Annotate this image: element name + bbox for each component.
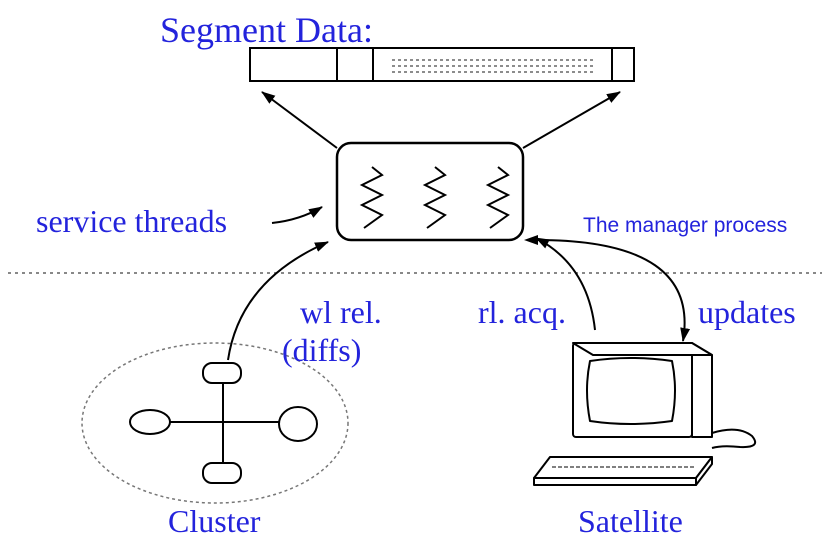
- wl-rel-label: wl rel.: [300, 294, 382, 330]
- arrow-wl-rel: [227, 241, 329, 361]
- monitor: [572, 342, 713, 438]
- service-threads-label: service threads: [36, 203, 228, 239]
- cluster-label: Cluster: [168, 503, 261, 538]
- segment-data-title: Segment Data:: [160, 10, 373, 50]
- cluster-node-right: [278, 406, 318, 442]
- keyboard: [533, 456, 713, 486]
- service-threads-arrow: [271, 206, 323, 224]
- updates-label: updates: [698, 294, 796, 330]
- arrow-to-segment-left: [261, 91, 338, 149]
- arrow-to-segment-right: [522, 91, 621, 149]
- keyboard-cable: [711, 428, 756, 449]
- arrow-updates: [524, 235, 691, 342]
- cluster-node-top: [202, 362, 242, 384]
- rl-acq-label: rl. acq.: [478, 294, 566, 330]
- cluster-node-left: [129, 409, 171, 435]
- manager-process-box: [335, 141, 525, 242]
- segment-data-bar: [249, 47, 635, 82]
- cluster-node-bottom: [202, 462, 242, 484]
- satellite-label: Satellite: [578, 503, 683, 538]
- thread-zigzag-3: [485, 166, 511, 229]
- thread-zigzag-2: [422, 166, 448, 229]
- cluster-boundary: [81, 342, 349, 504]
- cluster-graphic: [81, 342, 349, 504]
- diffs-label: (diffs): [282, 332, 362, 368]
- thread-zigzag-1: [359, 166, 385, 229]
- satellite-computer: [533, 342, 756, 486]
- manager-process-label: The manager process: [583, 214, 788, 237]
